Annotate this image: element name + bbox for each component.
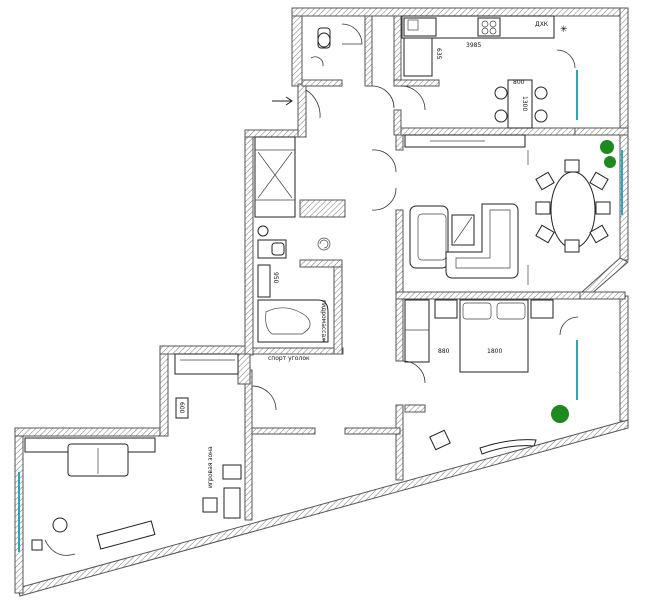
living-room — [371, 134, 616, 285]
bath-vanity-label: 950 — [272, 272, 279, 284]
play-zone-label: игровая зона — [207, 446, 214, 488]
plant-icon — [604, 156, 616, 168]
toilet-room — [310, 23, 363, 67]
windows — [18, 70, 623, 552]
bed-side-label: 880 — [438, 348, 450, 355]
table-width-label: 800 — [513, 79, 525, 86]
kitchen: ДХК ✳ 3985 635 800 1300 — [400, 15, 576, 129]
hall: 600 — [174, 353, 277, 419]
stove-marker-label: ДХК — [535, 21, 549, 28]
bathroom: 950 гидромассаж спорт уголок — [257, 225, 331, 362]
bed-width-label: 1800 — [487, 348, 502, 355]
exterior-walls — [14, 7, 629, 597]
interior-walls — [237, 15, 626, 521]
sport-corner-label: спорт уголок — [268, 355, 310, 362]
hydromassage-label: гидромассаж — [320, 300, 327, 343]
dining-chairs — [535, 159, 611, 253]
office: игровая зона — [24, 437, 242, 556]
asterisk-icon: ✳ — [560, 25, 568, 35]
table-length-label: 1300 — [521, 96, 528, 111]
plant-icon — [600, 140, 614, 154]
kitchen-length-label: 3985 — [466, 42, 481, 49]
entrance-arrow — [272, 85, 395, 119]
hall-cabinet-label: 600 — [178, 402, 185, 414]
hall-wardrobe — [254, 136, 296, 218]
bedroom: 880 1800 — [402, 299, 579, 455]
plant-icon — [551, 405, 569, 423]
kitchen-depth-label: 635 — [435, 48, 442, 60]
